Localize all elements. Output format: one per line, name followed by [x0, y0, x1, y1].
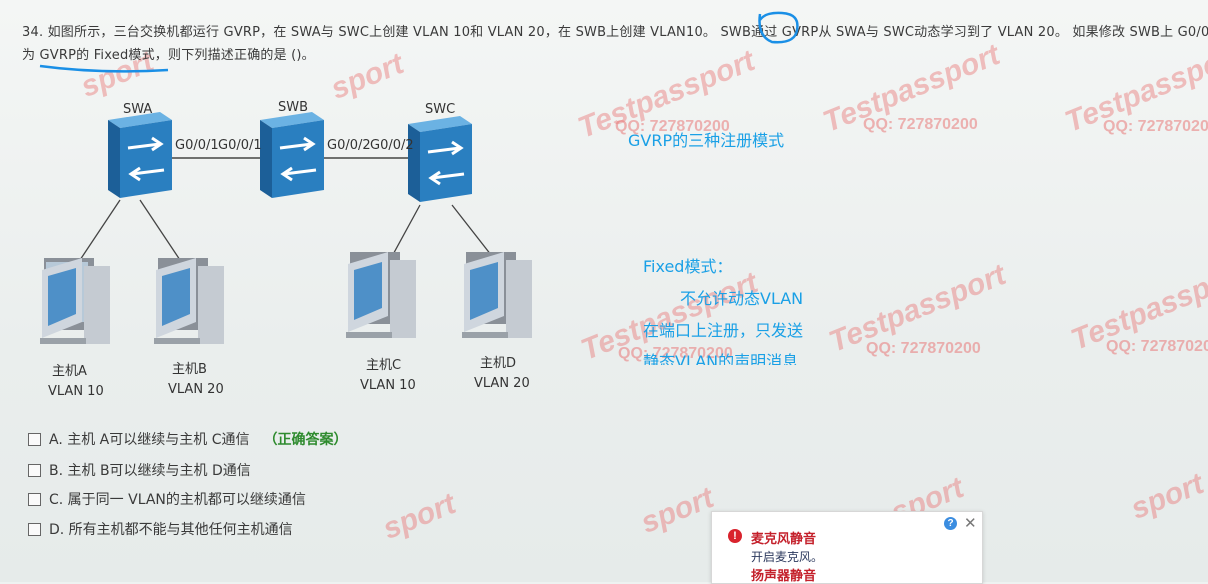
link-swa-hosta: [79, 199, 121, 261]
help-icon[interactable]: ?: [944, 517, 957, 530]
host-a-vlan: VLAN 10: [48, 384, 104, 399]
link-swa-hostb: [139, 199, 181, 261]
option-d[interactable]: D. 所有主机都不能与其他任何主机通信: [28, 519, 293, 539]
host-c-computer-icon: [346, 252, 416, 338]
option-b-text: B. 主机 B可以继续与主机 D通信: [49, 463, 251, 479]
host-d-label: 主机D: [480, 356, 517, 371]
host-b-computer-icon: [154, 258, 224, 344]
switch-swa-icon: [108, 112, 172, 198]
switch-label-swc: SWC: [425, 102, 456, 117]
checkbox[interactable]: [28, 463, 41, 477]
note-fixed-title: Fixed模式：: [643, 257, 733, 276]
option-a[interactable]: A. 主机 A可以继续与主机 C通信 （正确答案）: [28, 429, 347, 449]
speaker-muted-text: 扬声器静音: [751, 569, 817, 584]
note-fixed-line2: 在端口上注册，只发送: [643, 321, 804, 340]
host-d-vlan: VLAN 20: [474, 376, 530, 391]
port-label: G0/0/2: [327, 138, 371, 153]
notification-title: 麦克风静音: [751, 532, 817, 547]
topology-svg: [40, 112, 532, 344]
host-b-label: 主机B: [172, 362, 207, 377]
correct-answer-tag: （正确答案）: [263, 432, 348, 448]
note-gvrp-modes: GVRP的三种注册模式: [628, 131, 785, 150]
checkbox[interactable]: [28, 492, 41, 506]
network-diagram: SWA SWB SWC G0/0/1 G0/0/1 G0/0/2 G0/0/2 …: [20, 90, 580, 420]
host-a-computer-icon: [40, 258, 110, 344]
option-a-text: A. 主机 A可以继续与主机 C通信: [49, 432, 250, 448]
host-c-vlan: VLAN 10: [360, 378, 416, 393]
switch-label-swb: SWB: [278, 100, 309, 115]
option-c[interactable]: C. 属于同一 VLAN的主机都可以继续通信: [28, 489, 306, 509]
port-label: G0/0/2: [370, 138, 414, 153]
switch-swb-icon: [260, 112, 324, 198]
port-label: G0/0/1: [218, 138, 262, 153]
enable-microphone-link[interactable]: 开启麦克风。: [751, 550, 824, 564]
option-d-text: D. 所有主机都不能与其他任何主机通信: [49, 522, 293, 538]
error-icon: !: [728, 529, 742, 543]
mute-notification[interactable]: ! 麦克风静音 开启麦克风。 扬声器静音 ? ✕: [711, 511, 983, 584]
question-text-line1: 34. 如图所示，三台交换机都运行 GVRP，在 SWA与 SWC上创建 VLA…: [22, 25, 1208, 40]
host-b-vlan: VLAN 20: [168, 382, 224, 397]
link-swc-hostc: [389, 204, 421, 261]
link-swc-hostd: [451, 204, 496, 261]
checkbox[interactable]: [28, 522, 41, 536]
note-fixed-line1: 不允许动态VLAN: [680, 289, 804, 308]
option-c-text: C. 属于同一 VLAN的主机都可以继续通信: [49, 492, 306, 508]
port-label: G0/0/1: [175, 138, 219, 153]
host-d-computer-icon: [462, 252, 532, 338]
switch-label-swa: SWA: [123, 102, 153, 117]
host-a-label: 主机A: [52, 364, 87, 379]
host-c-label: 主机C: [366, 358, 402, 373]
question-text-line2: 为 GVRP的 Fixed模式，则下列描述正确的是 ()。: [22, 48, 315, 63]
close-icon[interactable]: ✕: [964, 514, 977, 532]
option-b[interactable]: B. 主机 B可以继续与主机 D通信: [28, 460, 251, 480]
switch-swc-icon: [408, 116, 472, 202]
checkbox[interactable]: [28, 432, 41, 446]
note-fixed-line3: 静态VLAN的声明消息: [643, 352, 799, 365]
